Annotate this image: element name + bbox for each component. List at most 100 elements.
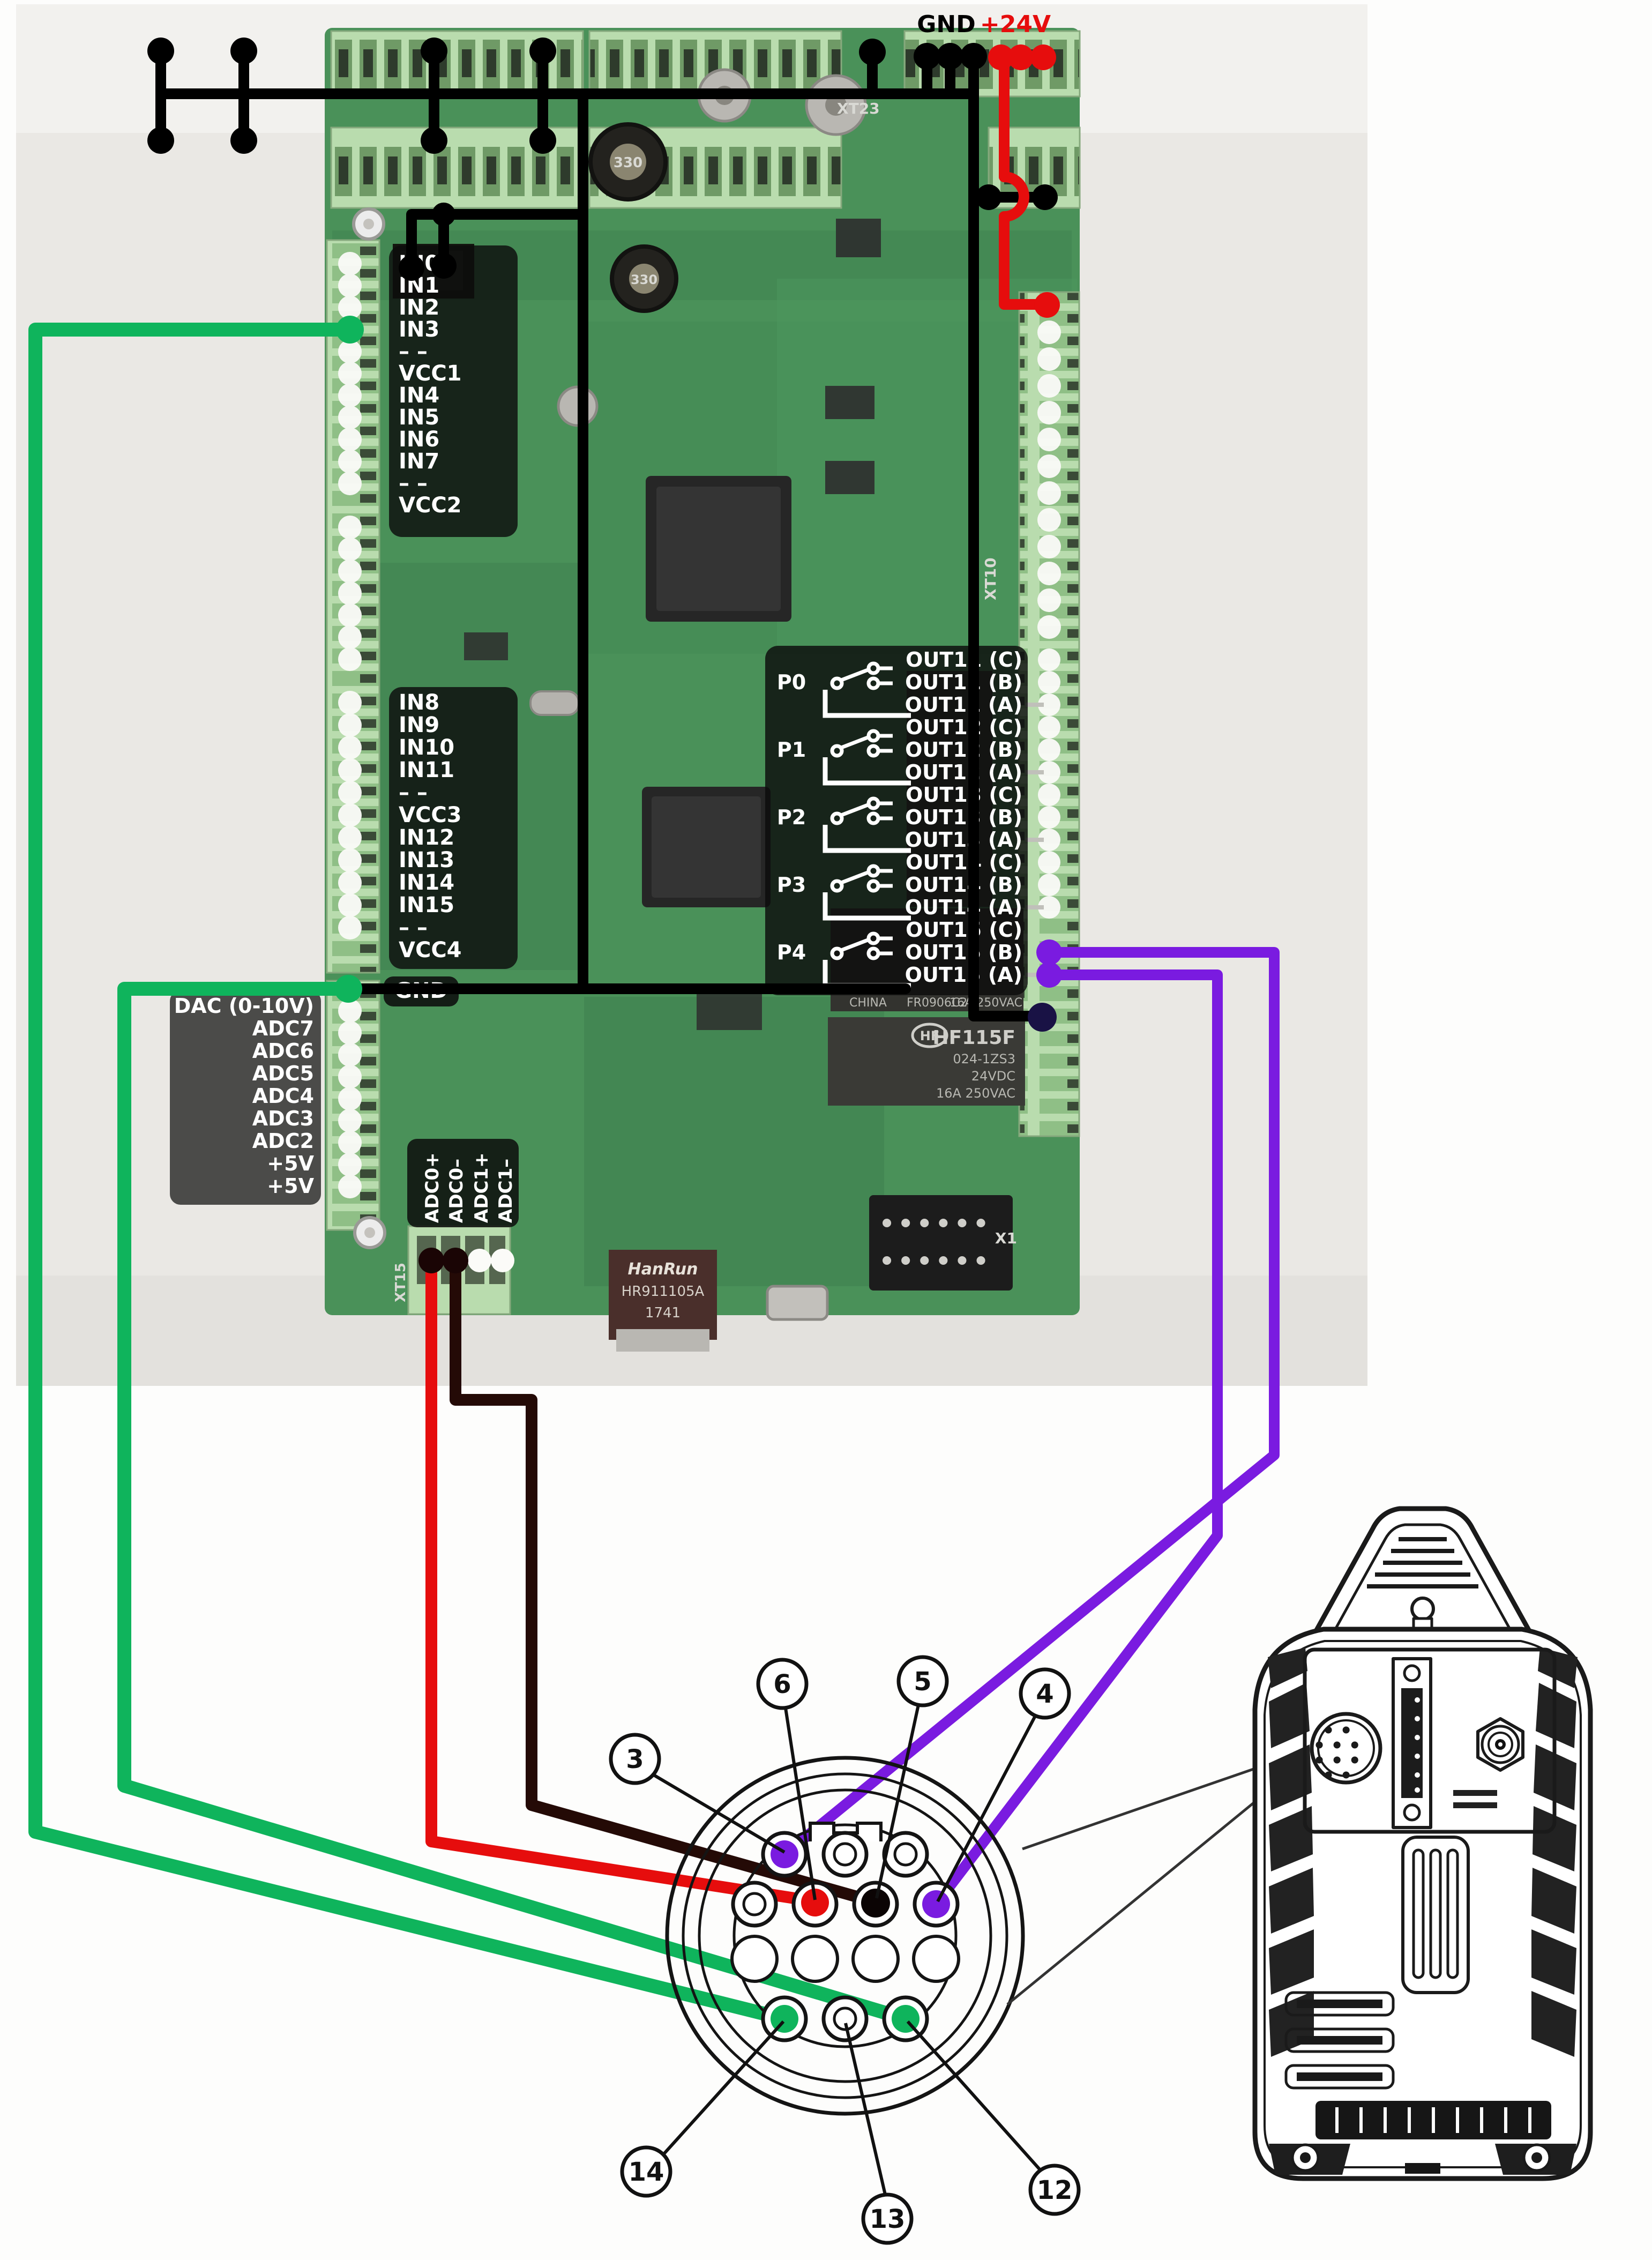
- pin-label-adc0plus: ADC0+: [422, 1152, 443, 1223]
- pin-label-out12c: OUT12 (C): [906, 715, 1022, 739]
- pin-label-in10: IN10: [399, 735, 454, 760]
- machine-rear-panel: [1252, 1506, 1593, 2181]
- pin-dot-out15b: [1036, 939, 1062, 965]
- pin-label-p0: P0: [777, 670, 806, 694]
- pin-dot-4-purple: [922, 1890, 950, 1918]
- wire-out15b-purple: [779, 947, 1280, 1860]
- gnd-top-label: GND: [917, 11, 975, 38]
- pin-label-adc6: ADC6: [252, 1039, 314, 1063]
- pin-label-vcc2: VCC2: [399, 493, 462, 518]
- relay-hf-coil: 24VDC: [971, 1069, 1015, 1084]
- pin-label-out12b: OUT12 (B): [905, 738, 1022, 762]
- silk-xt15: XT15: [393, 1263, 409, 1302]
- ethernet-model: HR911105A: [622, 1284, 705, 1300]
- pin-label-sep: – –: [399, 780, 428, 805]
- pin-label-in14: IN14: [399, 870, 454, 895]
- ethernet-date: 1741: [645, 1305, 681, 1321]
- vent-fins: [1335, 2107, 1531, 2133]
- relay-hf-model: HF115F: [933, 1027, 1015, 1049]
- pin-dot-gnd-green: [334, 975, 362, 1003]
- green-wires: [28, 323, 913, 2026]
- bottom-slots: [1284, 1991, 1395, 2090]
- pin-label-in6: IN6: [399, 427, 439, 452]
- in-block1-panel: [389, 245, 518, 537]
- pin-label-in15: IN15: [399, 893, 454, 918]
- pin-dot-adc0minus: [443, 1248, 468, 1273]
- relay-hf-part: 024-1ZS3: [953, 1051, 1015, 1066]
- pin-label-in8: IN8: [399, 690, 439, 715]
- pin-label-out12a: OUT12 (A): [905, 760, 1022, 784]
- pin-label-out15b: OUT15 (B): [905, 941, 1022, 964]
- callout-3: 3: [626, 1744, 644, 1774]
- in-block2-labels: IN8 IN9 IN10 IN11 – – VCC3 IN12 IN13 IN1…: [399, 690, 462, 963]
- pin-label-vcc4: VCC4: [399, 938, 462, 963]
- pin-label-in7: IN7: [399, 449, 439, 474]
- pin-label-in9: IN9: [399, 713, 439, 737]
- adc1minus-terminal-dot: [491, 1249, 514, 1272]
- pin-label-p2: P2: [777, 805, 806, 829]
- pin-dot-out15a: [1036, 962, 1062, 988]
- in-block1-labels: IN0 IN1 IN2 IN3 – – VCC1 IN4 IN5 IN6 IN7…: [399, 251, 462, 518]
- pin-label-adc7: ADC7: [252, 1017, 314, 1040]
- pin-dot-6-red: [801, 1889, 829, 1916]
- in-block2-panel: [389, 687, 518, 969]
- relay-hf-rating: 16A 250VAC: [936, 1086, 1015, 1101]
- purple-wires: [779, 947, 1280, 1910]
- pin-label-sep: – –: [399, 471, 428, 496]
- pin-label-adc1minus: ADC1–: [495, 1159, 517, 1223]
- pin-label-in2: IN2: [399, 295, 439, 320]
- pin-label-vcc3: VCC3: [399, 803, 462, 827]
- relay-upper-origin: CHINA: [849, 996, 887, 1010]
- gnd-bus-dots: [147, 38, 1058, 281]
- wire-24v-dots: [988, 44, 1060, 318]
- side-vents: [1268, 1647, 1578, 2057]
- wire-in3-green: [28, 323, 791, 2026]
- ethernet-brand: HanRun: [628, 1260, 698, 1279]
- pin-label-out13c: OUT13 (C): [906, 783, 1022, 807]
- pin-label-p4: P4: [777, 941, 806, 964]
- pin-dot-adc0plus: [418, 1248, 444, 1273]
- relay-pin-leads: [1026, 703, 1044, 977]
- dac-block-labels: DAC (0-10V) ADC7 ADC6 ADC5 ADC4 ADC3 ADC…: [174, 994, 315, 1198]
- out-block-panel: [765, 646, 1028, 995]
- callout-leaders: [653, 1704, 1043, 2195]
- pin-dot-relay-common-navy: [1028, 1003, 1057, 1032]
- pin-label-sep: – –: [399, 339, 428, 364]
- relay-glyph-p3: [823, 864, 911, 921]
- v24-top-label: +24V: [980, 11, 1051, 38]
- callout-5: 5: [914, 1667, 931, 1697]
- silk-xt10: XT10: [982, 557, 999, 600]
- wire-gnd-green: [117, 982, 913, 2026]
- pin-label-out14b: OUT14 (B): [905, 873, 1022, 897]
- inductor-value-2: 330: [631, 272, 657, 287]
- pin-label-out15a: OUT15 (A): [905, 963, 1022, 987]
- pin-label-out11c: OUT11 (C): [906, 648, 1022, 672]
- pin-label-adc2: ADC2: [252, 1129, 314, 1153]
- pin-label-5v-a: +5V: [267, 1152, 314, 1175]
- inductor-value-1: 330: [614, 155, 642, 171]
- pin-label-adc0minus: ADC0–: [446, 1159, 467, 1223]
- relay-glyph-p1: [823, 729, 911, 786]
- pin-dot-14-green: [771, 2005, 798, 2033]
- pin-label-out13b: OUT13 (B): [905, 805, 1022, 829]
- callout-14: 14: [629, 2157, 664, 2187]
- gnd-bus-black: [155, 46, 1050, 1021]
- cnc-connector-diagram: 3 6 5 4 14 13 12: [609, 1655, 1081, 2245]
- dac-block-panel: [170, 990, 321, 1205]
- adc-terminal-labels: ADC0+ ADC0– ADC1+ ADC1–: [422, 1152, 517, 1223]
- callout-4: 4: [1036, 1679, 1053, 1709]
- callout-13: 13: [870, 2204, 906, 2234]
- pin-dot-5-black: [861, 1889, 890, 1918]
- callout-circles: 3 6 5 4 14 13 12: [609, 1655, 1081, 2245]
- pin-label-out14a: OUT14 (A): [905, 896, 1022, 919]
- pin-label-in5: IN5: [399, 405, 439, 430]
- wire-out15a-purple: [931, 969, 1223, 1910]
- pin-label-out14c: OUT14 (C): [906, 851, 1022, 874]
- pin-label-out11b: OUT11 (B): [905, 670, 1022, 694]
- pin-label-adc1plus: ADC1+: [471, 1152, 492, 1223]
- pin-label-in4: IN4: [399, 383, 439, 408]
- callout-6: 6: [773, 1669, 791, 1699]
- pin-label-in13: IN13: [399, 848, 454, 872]
